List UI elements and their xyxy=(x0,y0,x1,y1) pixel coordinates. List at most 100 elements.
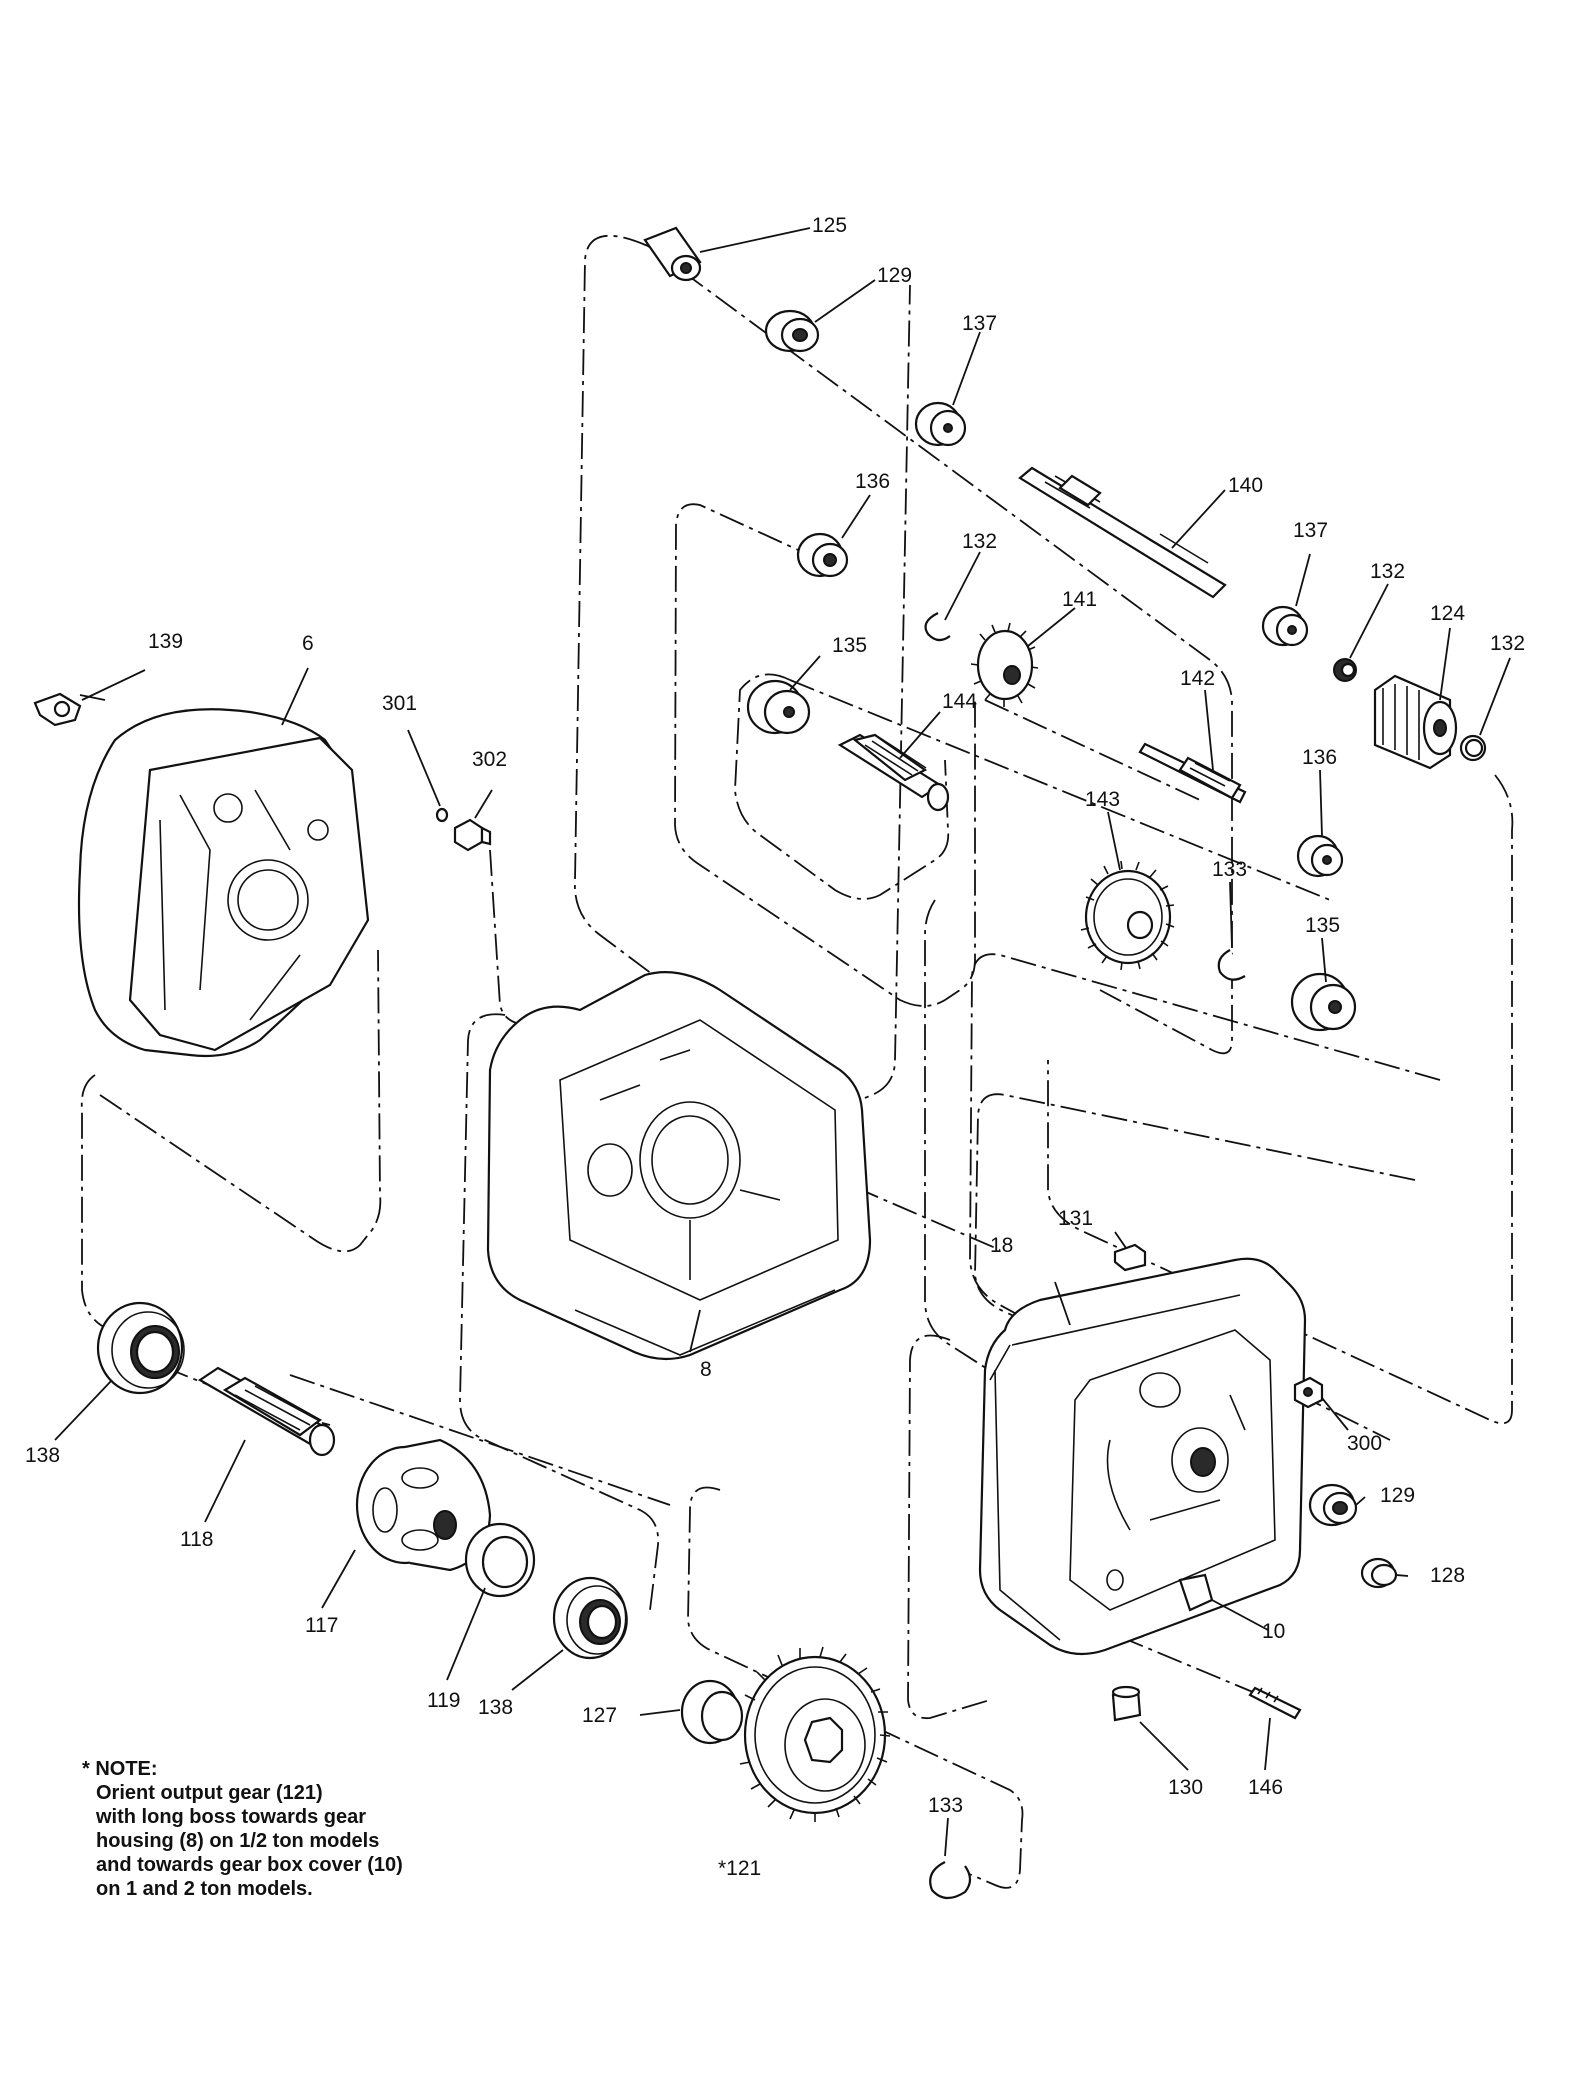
part-142-pinion-shaft xyxy=(1138,742,1247,804)
label-143: 143 xyxy=(1085,788,1120,811)
label-142: 142 xyxy=(1180,667,1215,690)
label-132-right: 132 xyxy=(1370,560,1405,583)
label-125: 125 xyxy=(812,214,847,237)
label-127: 127 xyxy=(582,1704,617,1727)
label-133-lower: 133 xyxy=(928,1794,963,1817)
label-301: 301 xyxy=(382,692,417,715)
label-129-right: 129 xyxy=(1380,1484,1415,1507)
label-18: 18 xyxy=(990,1234,1013,1257)
part-136-bushing-right xyxy=(1296,834,1344,878)
part-300-nut xyxy=(1293,1376,1324,1409)
label-139: 139 xyxy=(148,630,183,653)
label-135-left: 135 xyxy=(832,634,867,657)
part-141-gear xyxy=(970,622,1039,707)
label-117: 117 xyxy=(305,1614,338,1637)
label-140: 140 xyxy=(1228,474,1263,497)
part-118-output-shaft xyxy=(197,1366,336,1457)
label-133-middle: 133 xyxy=(1212,858,1247,881)
part-130-plug xyxy=(1111,1685,1142,1722)
part-121-output-gear xyxy=(739,1646,891,1822)
part-302-nut xyxy=(453,818,492,852)
guide-line-left-lower-loop xyxy=(80,1074,121,1339)
label-141: 141 xyxy=(1062,588,1097,611)
part-8-gear-housing xyxy=(486,971,872,1361)
part-138-bearing-lower xyxy=(552,1576,628,1660)
label-146: 146 xyxy=(1248,1776,1283,1799)
label-302: 302 xyxy=(472,748,507,771)
guide-line-gear-shaft xyxy=(984,699,1201,801)
part-138-bearing-left xyxy=(96,1301,185,1395)
guide-line-vertical-302 xyxy=(489,849,531,1026)
parts xyxy=(33,226,1487,1900)
part-labels: 125 129 137 140 136 132 141 137 132 124 … xyxy=(25,214,1525,1880)
assembly-note: * NOTE: Orient output gear (121) with lo… xyxy=(82,1757,502,1901)
part-144-splined-shaft xyxy=(837,733,950,812)
guide-line-cover-left xyxy=(907,1334,991,1720)
note-heading: * NOTE: xyxy=(82,1758,158,1780)
part-137-bushing-top xyxy=(914,401,967,447)
label-138-lower: 138 xyxy=(478,1696,513,1719)
guide-line-upper-shaft xyxy=(647,245,1233,1055)
part-143-gear xyxy=(1080,860,1175,971)
guide-line-right-inner xyxy=(974,1093,1416,1363)
note-body: Orient output gear (121) with long boss … xyxy=(96,1782,403,1900)
part-133-snap-ring-middle xyxy=(1217,949,1246,981)
guide-line-inner-loop xyxy=(734,673,950,900)
label-129-top: 129 xyxy=(877,264,912,287)
guide-line-middle-loop xyxy=(674,503,976,1007)
label-300: 300 xyxy=(1347,1432,1382,1455)
label-131: 131 xyxy=(1058,1207,1093,1230)
label-135-right: 135 xyxy=(1305,914,1340,937)
part-131-plug xyxy=(1113,1243,1147,1272)
part-128-bushing xyxy=(1360,1557,1398,1589)
part-129-bearing-right xyxy=(1308,1483,1358,1527)
guide-line-shaft-lower xyxy=(289,1374,671,1506)
guide-line-top-left xyxy=(79,694,106,701)
part-137-bushing-right xyxy=(1261,605,1309,647)
part-132-snap-ring-middle xyxy=(924,612,951,642)
part-119-washer xyxy=(464,1522,536,1598)
part-127-spacer xyxy=(680,1679,744,1745)
label-137-top: 137 xyxy=(962,312,997,335)
guide-line-right-lower-loop xyxy=(969,953,1441,1366)
label-10: 10 xyxy=(1262,1620,1285,1643)
part-133-snap-ring-lower xyxy=(929,1861,972,1900)
part-146-bolt xyxy=(1248,1686,1302,1720)
label-119: 119 xyxy=(427,1689,460,1712)
part-139-snap-ring xyxy=(33,692,82,727)
part-301-o-ring xyxy=(435,807,449,823)
label-124: 124 xyxy=(1430,602,1465,625)
label-128: 128 xyxy=(1430,1564,1465,1587)
label-8: 8 xyxy=(700,1358,712,1381)
part-135-bushing-right xyxy=(1290,972,1357,1032)
part-136-bushing-top xyxy=(796,532,849,578)
guide-line-outer-left xyxy=(574,234,911,1104)
part-132-snap-ring-far-right xyxy=(1459,734,1487,762)
part-125-sleeve xyxy=(643,226,702,282)
guide-line-shaft-middle xyxy=(789,679,1331,901)
label-118: 118 xyxy=(180,1528,213,1551)
label-132-middle: 132 xyxy=(962,530,997,553)
part-124-pinion xyxy=(1373,674,1458,770)
label-144: 144 xyxy=(942,690,977,713)
guide-line-left-housing-loop xyxy=(99,949,382,1253)
label-136-right: 136 xyxy=(1302,746,1337,769)
leader-lines xyxy=(54,227,1511,1857)
guide-line-right-upper-loop xyxy=(1047,774,1514,1425)
part-117-brake-disc xyxy=(355,1438,492,1572)
guide-line-housing-left xyxy=(459,1013,660,1611)
part-129-bearing-top xyxy=(764,309,820,353)
part-135-bushing-left xyxy=(746,679,811,735)
label-6: 6 xyxy=(302,632,314,655)
label-136-top: 136 xyxy=(855,470,890,493)
label-132-far-right: 132 xyxy=(1490,632,1525,655)
part-18-gasket-and-10-cover xyxy=(978,1257,1307,1656)
part-132-snap-ring-right xyxy=(1333,658,1357,682)
label-130: 130 xyxy=(1168,1776,1203,1799)
part-6-end-cover xyxy=(77,708,370,1058)
label-137-right: 137 xyxy=(1293,519,1328,542)
label-138-left: 138 xyxy=(25,1444,60,1467)
label-121: *121 xyxy=(718,1857,761,1880)
part-140-shaft xyxy=(1018,466,1227,599)
